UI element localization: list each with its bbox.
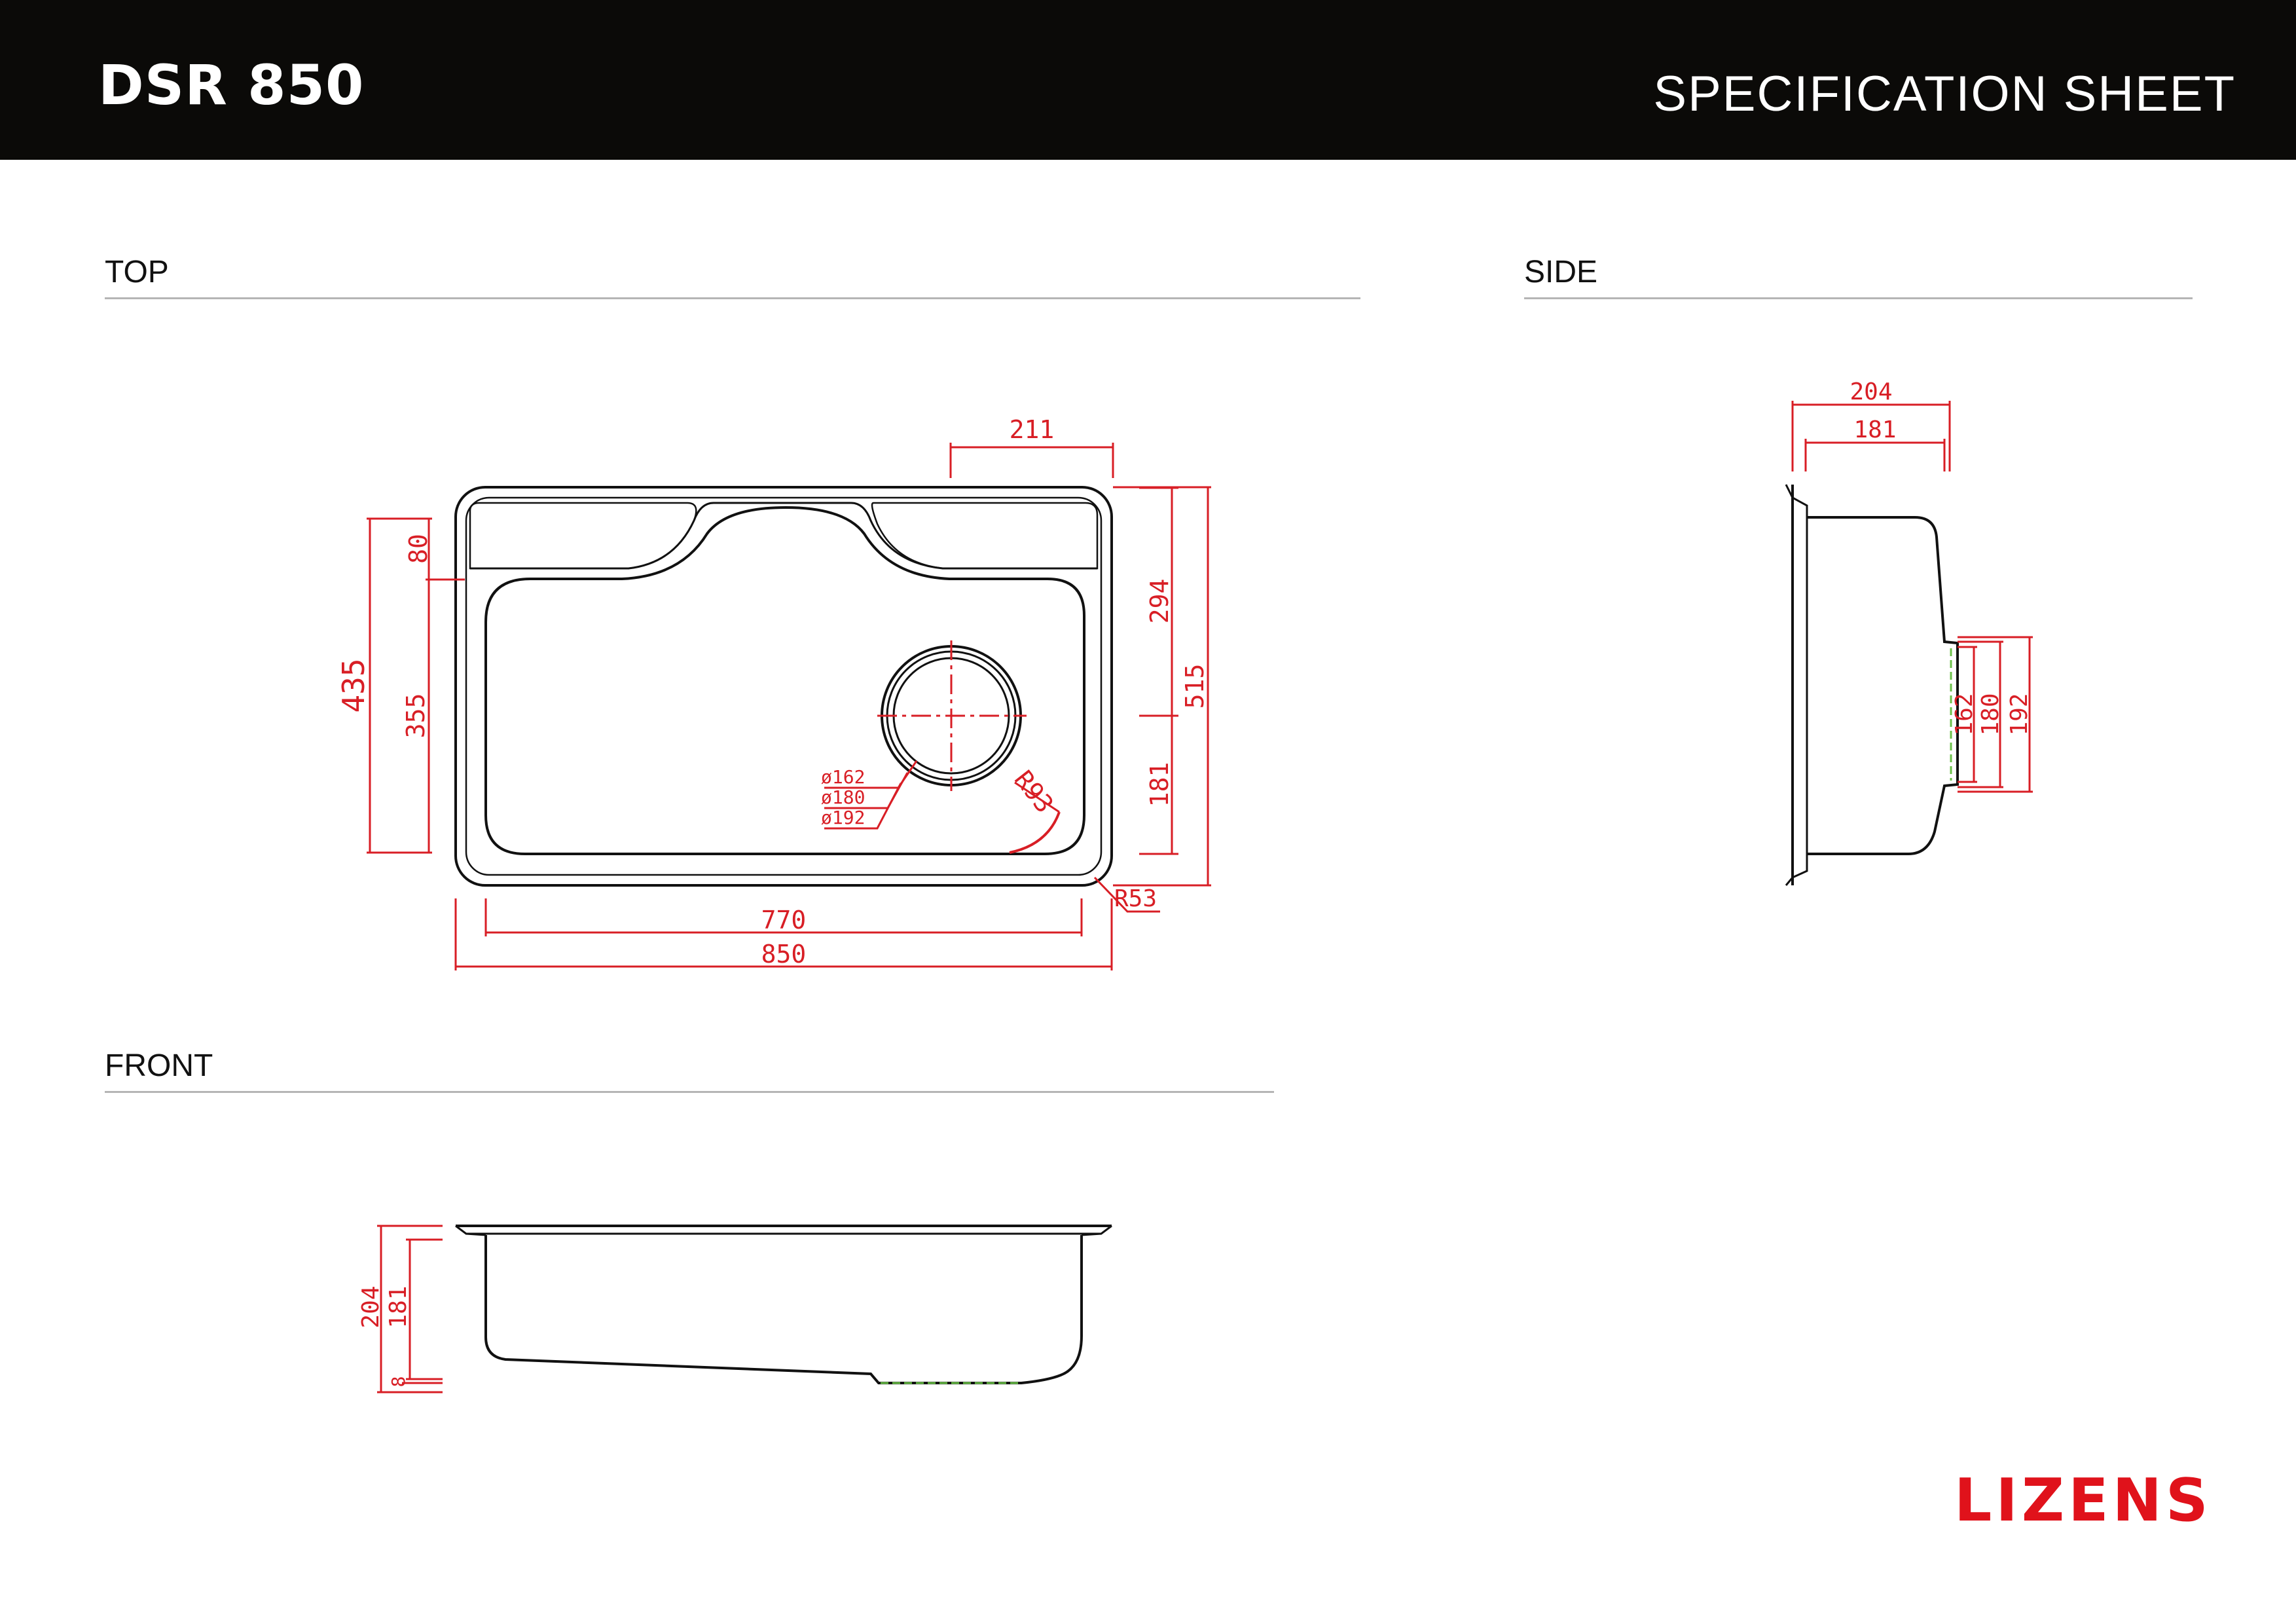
dim-211: 211 [1010,415,1055,444]
side-dimension-lines [1791,401,2033,793]
top-dimension-lines [367,443,1211,970]
dim-435: 435 [336,658,371,712]
front-dim-181: 181 [385,1285,412,1328]
front-bowl [484,1235,1083,1384]
dim-80: 80 [404,534,433,564]
section-title-front: FRONT [105,1048,213,1083]
dim-515: 515 [1180,664,1209,709]
front-dimension-lines [377,1225,443,1393]
dim-355: 355 [401,693,430,739]
section-title-top: TOP [105,255,169,289]
sheet-title: SPECIFICATION SHEET [1653,66,2236,122]
top-view [454,486,1113,887]
dim-R53: R53 [1114,885,1157,912]
top-dimension-labels: 211 80 435 355 294 515 181 ø162 ø180 ø19… [336,415,1209,969]
dim-R93: R93 [1009,765,1059,818]
top-right-ledge [871,502,1099,570]
dim-850: 850 [761,940,807,969]
side-dim-181: 181 [1853,416,1896,443]
side-dimension-labels: 204 181 162 180 192 [1850,378,2033,736]
front-view [455,1225,1112,1384]
dim-770: 770 [761,906,807,934]
dim-d180: ø180 [821,786,865,808]
top-ledge-edge [470,502,1097,570]
side-dim-162: 162 [1951,693,1978,735]
dim-181-top: 181 [1145,762,1174,807]
top-outer-rim [454,486,1113,887]
side-dim-192: 192 [2006,693,2033,735]
side-dim-180: 180 [1977,693,2004,735]
side-view [1785,484,1959,886]
front-dimension-labels: 204 181 8 [357,1285,412,1387]
header-bar: DSR 850 SPECIFICATION SHEET [0,0,2296,160]
dim-d192: ø192 [821,807,865,828]
section-rule-front [105,1091,1274,1093]
dim-294: 294 [1145,579,1174,624]
top-basin [484,506,1085,855]
model-title: DSR 850 [98,53,365,117]
top-inner-rim [465,496,1102,876]
side-dim-204: 204 [1850,378,1892,405]
front-dim-8: 8 [388,1376,409,1388]
front-dim-204: 204 [357,1285,384,1328]
section-rule-side [1524,297,2193,299]
side-bowl [1807,516,1959,855]
section-title-side: SIDE [1524,255,1598,289]
side-rim-profile [1785,484,1808,886]
top-centerlines [877,640,1027,791]
brand-logo: LIZENS [1954,1466,2212,1535]
dim-d162: ø162 [821,766,865,788]
section-rule-top [105,297,1360,299]
